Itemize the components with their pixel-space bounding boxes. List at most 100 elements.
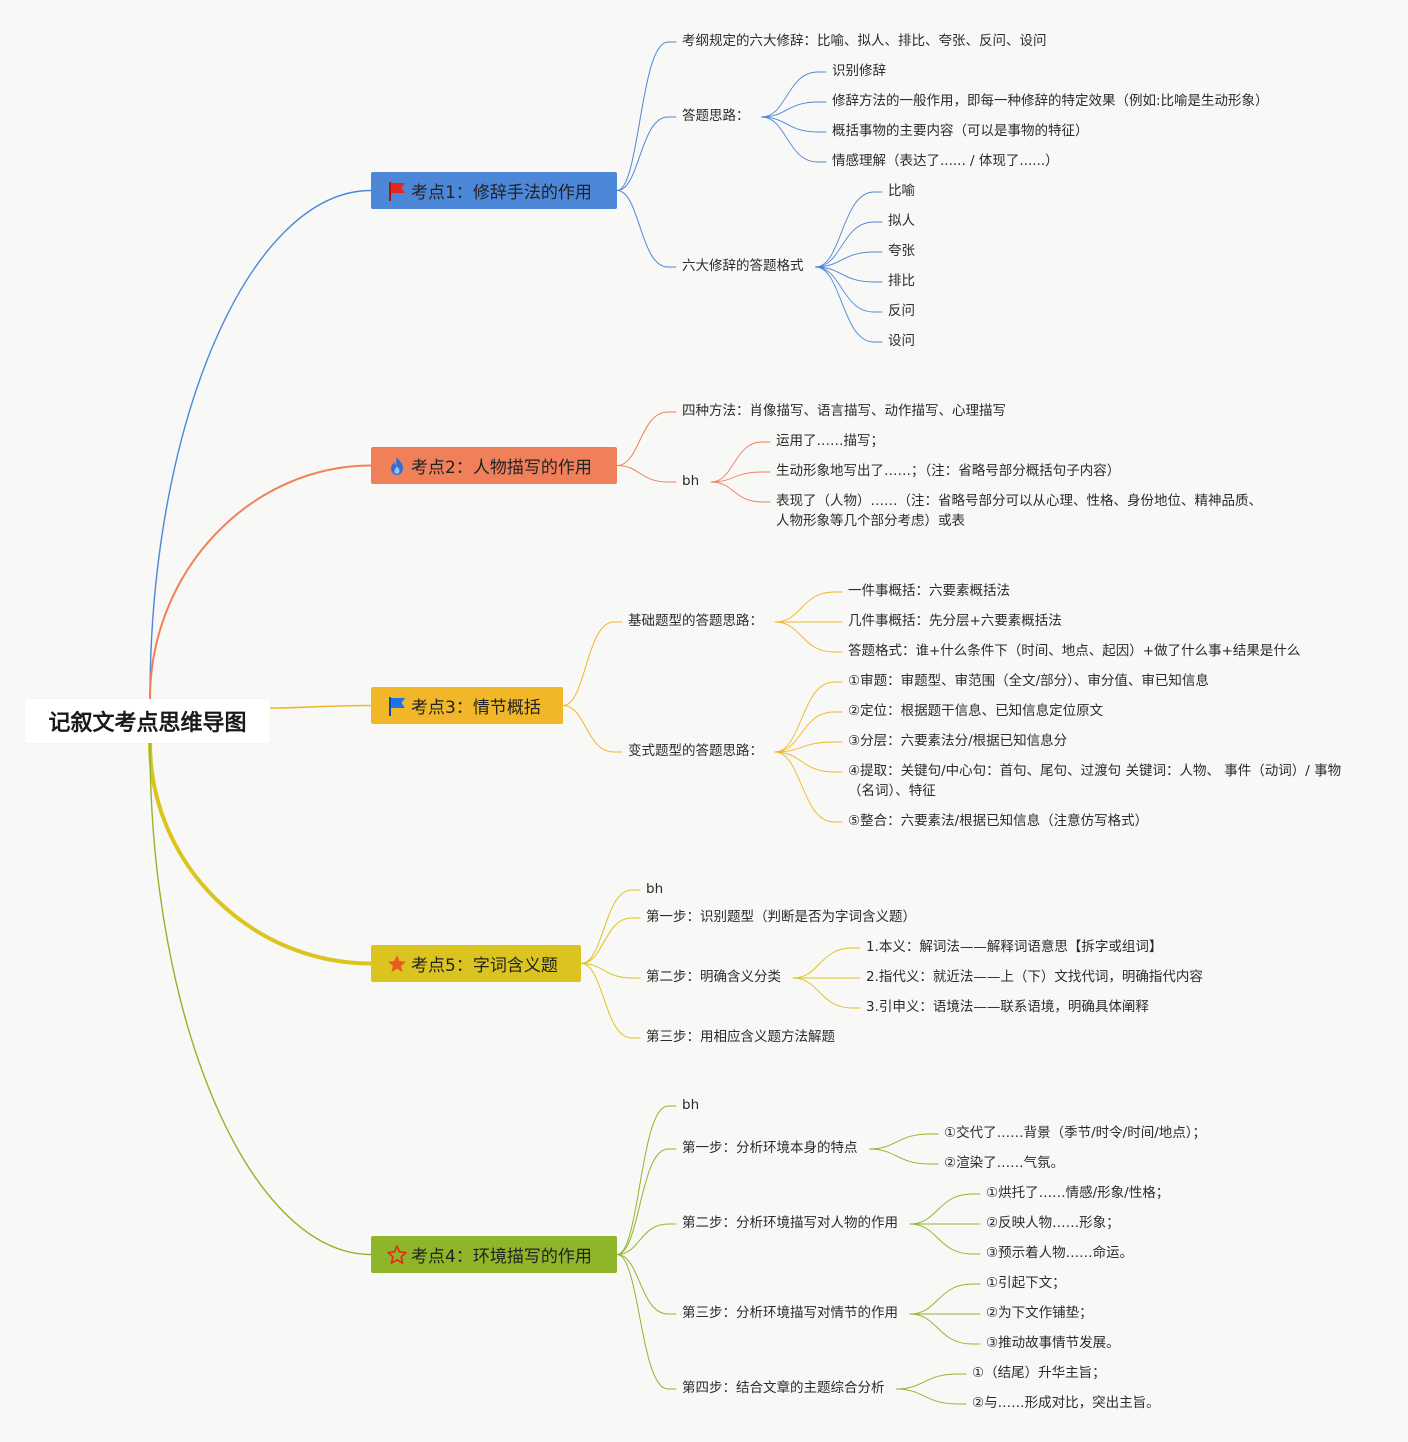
- connector-line: [616, 1105, 677, 1255]
- leaf-node[interactable]: 比喻: [888, 183, 915, 199]
- branch-label: 考点1：修辞手法的作用: [411, 183, 592, 203]
- connector-line: [149, 742, 372, 1256]
- leaf-node[interactable]: 情感理解（表达了...... / 体现了......）: [832, 153, 1059, 169]
- connector-line: [616, 1254, 677, 1315]
- red-flag-icon: [386, 180, 408, 202]
- branch-topic-word-meaning[interactable]: 考点5：字词含义题: [371, 945, 581, 982]
- leaf-node[interactable]: ③预示着人物……命运。: [986, 1245, 1134, 1261]
- connector-line: [616, 116, 677, 191]
- leaf-node[interactable]: ⑤整合：六要素法/根据已知信息（注意仿写格式）: [848, 813, 1149, 829]
- leaf-node[interactable]: 第二步：明确含义分类: [646, 969, 781, 985]
- connector-line: [580, 917, 641, 964]
- connector-line: [580, 889, 641, 964]
- connector-line: [710, 481, 771, 503]
- leaf-node[interactable]: 3.引申义：语境法——联系语境，明确具体阐释: [866, 999, 1149, 1015]
- leaf-node[interactable]: 第三步：用相应含义题方法解题: [646, 1029, 835, 1045]
- branch-topic-rhetoric[interactable]: 考点1：修辞手法的作用: [371, 172, 617, 209]
- leaf-node[interactable]: ①交代了……背景（季节/时令/时间/地点）；: [944, 1125, 1206, 1141]
- leaf-node[interactable]: ①（结尾）升华主旨；: [972, 1365, 1106, 1381]
- blue-flag-icon: [386, 695, 408, 717]
- connector-line: [774, 591, 843, 623]
- root-topic[interactable]: 记叙文考点思维导图: [25, 699, 270, 743]
- connector-line: [815, 266, 883, 343]
- leaf-node[interactable]: 生动形象地写出了……；（注：省略号部分概括句子内容）: [776, 463, 1121, 479]
- leaf-node[interactable]: 第三步：分析环境描写对情节的作用: [682, 1305, 898, 1321]
- leaf-node[interactable]: 第一步：分析环境本身的特点: [682, 1140, 858, 1156]
- connector-line: [896, 1373, 967, 1390]
- leaf-node[interactable]: 排比: [888, 273, 915, 289]
- connector-line: [792, 947, 861, 979]
- leaf-node[interactable]: ①引起下文；: [986, 1275, 1066, 1291]
- leaf-node[interactable]: ①烘托了……情感/形象/性格；: [986, 1185, 1170, 1201]
- leaf-node[interactable]: 识别修辞: [832, 63, 886, 79]
- leaf-node[interactable]: 几件事概括：先分层+六要素概括法: [848, 613, 1062, 629]
- leaf-node[interactable]: ③分层：六要素法分/根据已知信息分: [848, 733, 1068, 749]
- leaf-node[interactable]: 第四步：结合文章的主题综合分析: [682, 1380, 885, 1396]
- connector-line: [616, 1223, 677, 1255]
- star-icon: [386, 953, 408, 975]
- branch-label: 考点4：环境描写的作用: [411, 1247, 592, 1267]
- branch-topic-character[interactable]: 考点2：人物描写的作用: [371, 447, 617, 484]
- connector-line: [909, 1283, 981, 1315]
- leaf-node[interactable]: ②反映人物……形象；: [986, 1215, 1120, 1231]
- leaf-node[interactable]: bh: [646, 881, 664, 897]
- connector-line: [269, 704, 372, 709]
- connector-line: [774, 741, 843, 753]
- connector-line: [909, 1313, 981, 1345]
- leaf-node[interactable]: ②定位：根据题干信息、已知信息定位原文: [848, 703, 1104, 719]
- connector-line: [761, 116, 827, 133]
- leaf-node[interactable]: bh: [682, 473, 700, 489]
- leaf-node[interactable]: 拟人: [888, 213, 915, 229]
- leaf-node[interactable]: 修辞方法的一般作用，即每一种修辞的特定效果（例如:比喻是生动形象）: [832, 93, 1269, 109]
- connector-line: [815, 221, 883, 268]
- connector-line: [815, 191, 883, 268]
- leaf-node[interactable]: 一件事概括：六要素概括法: [848, 583, 1010, 599]
- connector-line: [774, 751, 843, 823]
- leaf-node[interactable]: 概括事物的主要内容（可以是事物的特征）: [832, 123, 1089, 139]
- connector-line: [580, 963, 641, 1039]
- connector-line: [896, 1388, 967, 1405]
- leaf-node[interactable]: ②渲染了……气氛。: [944, 1155, 1065, 1171]
- branch-label: 考点3：情节概括: [411, 698, 541, 718]
- leaf-node[interactable]: 六大修辞的答题格式: [682, 258, 804, 274]
- leaf-node[interactable]: 基础题型的答题思路：: [628, 613, 763, 629]
- connector-line: [774, 711, 843, 753]
- leaf-node[interactable]: 变式题型的答题思路：: [628, 743, 763, 759]
- leaf-node[interactable]: 答题格式：谁+什么条件下（时间、地点、起因）+做了什么事+结果是什么: [848, 643, 1301, 659]
- connector-line: [616, 465, 677, 483]
- connector-line: [580, 963, 641, 979]
- leaf-node[interactable]: ②为下文作铺垫；: [986, 1305, 1093, 1321]
- connector-line: [815, 251, 883, 268]
- connector-line: [774, 621, 843, 653]
- leaf-node[interactable]: bh: [682, 1097, 700, 1113]
- leaf-node[interactable]: ②与……形成对比，突出主旨。: [972, 1395, 1160, 1411]
- connector-line: [792, 977, 861, 1009]
- leaf-node[interactable]: 夸张: [888, 243, 915, 259]
- leaf-node[interactable]: 设问: [888, 333, 915, 349]
- fire-icon: [386, 455, 408, 477]
- leaf-node[interactable]: 运用了……描写；: [776, 433, 884, 449]
- leaf-node[interactable]: 表现了（人物）……（注：省略号部分可以从心理、性格、身份地位、精神品质、人物形象…: [776, 493, 1262, 529]
- leaf-node[interactable]: 第二步：分析环境描写对人物的作用: [682, 1215, 898, 1231]
- leaf-node[interactable]: 反问: [888, 303, 915, 319]
- leaf-node[interactable]: ④提取：关键句/中心句：首句、尾句、过渡句 关键词：人物、 事件（动词）/ 事物…: [848, 763, 1342, 799]
- connector-line: [761, 71, 827, 118]
- branch-label: 考点5：字词含义题: [411, 956, 558, 976]
- leaf-node[interactable]: 考纲规定的六大修辞：比喻、拟人、排比、夸张、反问、设问: [682, 33, 1047, 49]
- leaf-node[interactable]: ③推动故事情节发展。: [986, 1335, 1120, 1351]
- connector-line: [149, 189, 372, 700]
- leaf-node[interactable]: 四种方法：肖像描写、语言描写、动作描写、心理描写: [682, 403, 1006, 419]
- connector-line: [562, 621, 623, 706]
- branch-topic-plot[interactable]: 考点3：情节概括: [371, 687, 563, 724]
- leaf-node[interactable]: 1.本义：解词法——解释词语意思【拆字或组词】: [866, 939, 1163, 955]
- connector-line: [909, 1223, 981, 1255]
- branch-topic-environment[interactable]: 考点4：环境描写的作用: [371, 1236, 617, 1273]
- connector-line: [815, 266, 883, 313]
- connector-line: [710, 471, 771, 483]
- leaf-node[interactable]: 第一步：识别题型（判断是否为字词含义题）: [646, 909, 916, 925]
- connector-line: [710, 441, 771, 483]
- leaf-node[interactable]: 2.指代义：就近法——上（下）文找代词，明确指代内容: [866, 969, 1203, 985]
- connector-line: [149, 464, 372, 700]
- leaf-node[interactable]: ①审题：审题型、审范围（全文/部分）、审分值、审已知信息: [848, 673, 1209, 689]
- leaf-node[interactable]: 答题思路：: [682, 108, 750, 124]
